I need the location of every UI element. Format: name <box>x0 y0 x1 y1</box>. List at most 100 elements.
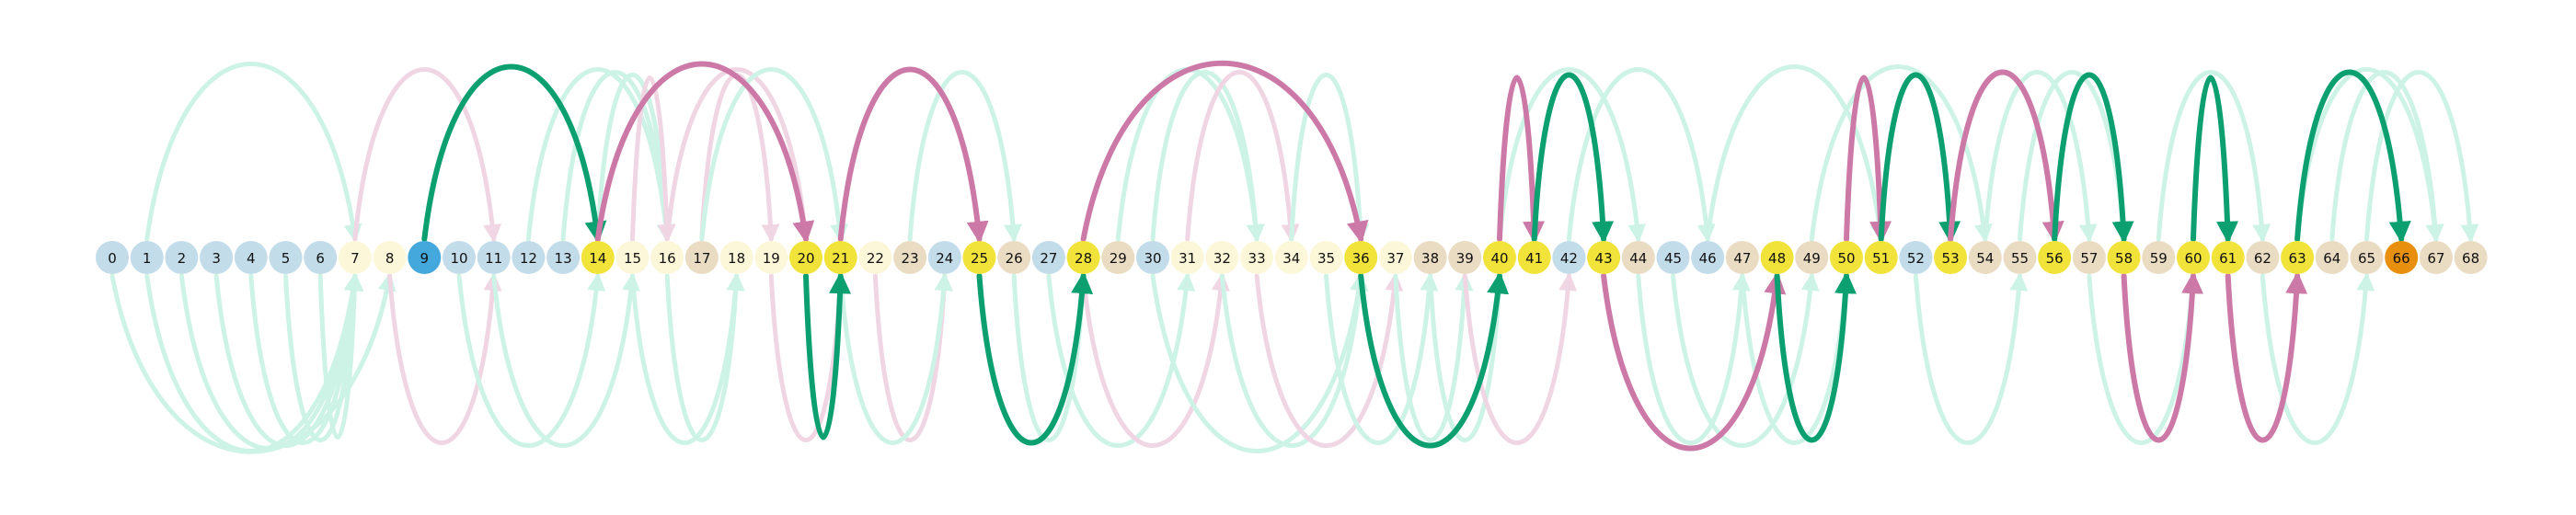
faint-edge-12-16 <box>525 67 675 243</box>
edge-9-14 <box>421 63 607 244</box>
node-24: 24 <box>927 241 961 274</box>
node-label: 7 <box>351 250 360 267</box>
node-circle <box>1274 241 1308 274</box>
node-label: 39 <box>1456 250 1474 267</box>
edge-20-21 <box>803 271 852 441</box>
node-57: 57 <box>2072 241 2106 274</box>
node-label: 58 <box>2115 250 2133 267</box>
node-4: 4 <box>234 241 268 274</box>
node-30: 30 <box>1136 241 1169 274</box>
node-13: 13 <box>546 241 581 274</box>
faint-edge-26-28 <box>1011 272 1092 442</box>
faint-edge-30-33 <box>1150 70 1265 243</box>
node-circle <box>1587 241 1621 274</box>
node-62: 62 <box>2246 241 2280 274</box>
node-label: 60 <box>2184 250 2202 267</box>
node-28: 28 <box>1066 241 1100 274</box>
node-label: 53 <box>1942 250 1960 267</box>
node-circle <box>2211 241 2245 274</box>
node-label: 51 <box>1872 250 1890 267</box>
edge-41-43 <box>1531 72 1615 244</box>
node-label: 23 <box>902 250 919 267</box>
node-circle <box>1240 241 1274 274</box>
node-label: 20 <box>797 250 814 267</box>
node-circle <box>858 241 892 274</box>
faint-edge-64-67 <box>2329 70 2444 243</box>
faint-edge-54-57 <box>1983 70 2098 243</box>
node-label: 14 <box>589 250 606 267</box>
node-circle <box>1413 241 1447 274</box>
node-circle <box>1517 241 1551 274</box>
node-circle <box>1968 241 2002 274</box>
node-43: 43 <box>1587 241 1621 274</box>
faint-edge-30-36 <box>1150 272 1368 453</box>
faint-edge-10-14 <box>456 272 606 448</box>
faint-edge-15-16 <box>630 75 676 243</box>
node-49: 49 <box>1795 241 1829 274</box>
node-circle <box>1691 241 1725 274</box>
faint-edge-5-7 <box>283 272 364 442</box>
node-7: 7 <box>338 241 372 274</box>
node-label: 3 <box>212 250 221 267</box>
faint-edge-63-67 <box>2294 67 2444 243</box>
node-circle <box>650 241 684 274</box>
node-50: 50 <box>1830 241 1863 274</box>
node-label: 37 <box>1386 250 1404 267</box>
node-35: 35 <box>1309 241 1343 274</box>
edge-51-53 <box>1878 72 1961 244</box>
node-37: 37 <box>1378 241 1412 274</box>
node-0: 0 <box>96 241 129 274</box>
node-34: 34 <box>1274 241 1308 274</box>
node-label: 42 <box>1560 250 1578 267</box>
node-label: 15 <box>624 250 641 267</box>
faint-edge-28-32 <box>1081 272 1230 448</box>
node-circle <box>1934 241 1968 274</box>
node-31: 31 <box>1170 241 1204 274</box>
node-label: 24 <box>936 250 953 267</box>
node-68: 68 <box>2454 241 2488 274</box>
node-label: 57 <box>2080 250 2098 267</box>
node-label: 5 <box>282 250 291 267</box>
node-label: 8 <box>385 250 395 267</box>
node-circle <box>130 241 164 274</box>
node-45: 45 <box>1656 241 1690 274</box>
node-9: 9 <box>408 241 442 274</box>
node-44: 44 <box>1621 241 1655 274</box>
node-8: 8 <box>373 241 407 274</box>
faint-edge-6-7 <box>317 272 364 440</box>
faint-edge-49-54 <box>1809 64 1993 243</box>
node-label: 41 <box>1525 250 1543 267</box>
node-29: 29 <box>1101 241 1135 274</box>
node-42: 42 <box>1552 241 1586 274</box>
node-circle <box>512 241 546 274</box>
node-label: 2 <box>178 250 187 267</box>
node-label: 21 <box>832 250 849 267</box>
node-60: 60 <box>2177 241 2210 274</box>
node-label: 67 <box>2427 250 2444 267</box>
faint-edge-15-18 <box>630 272 745 445</box>
node-label: 33 <box>1248 250 1266 267</box>
node-51: 51 <box>1864 241 1898 274</box>
node-label: 61 <box>2219 250 2237 267</box>
faint-edge-45-49 <box>1671 272 1820 448</box>
node-22: 22 <box>858 241 892 274</box>
faint-edge-33-37 <box>1254 272 1404 448</box>
faint-edge-44-47 <box>1636 272 1751 445</box>
node-label: 48 <box>1768 250 1786 267</box>
node-circle <box>1170 241 1204 274</box>
faint-edge-62-65 <box>2260 272 2375 445</box>
node-label: 68 <box>2462 250 2479 267</box>
node-33: 33 <box>1240 241 1274 274</box>
node-circle <box>234 241 268 274</box>
node-59: 59 <box>2142 241 2176 274</box>
node-label: 0 <box>108 250 117 267</box>
node-65: 65 <box>2350 241 2384 274</box>
node-circle <box>2072 241 2106 274</box>
node-label: 6 <box>316 250 325 267</box>
edge-43-48 <box>1601 271 1787 452</box>
faint-edge-17-21 <box>699 67 849 243</box>
node-label: 59 <box>2150 250 2168 267</box>
node-circle <box>893 241 927 274</box>
faint-edge-59-62 <box>2156 70 2271 243</box>
